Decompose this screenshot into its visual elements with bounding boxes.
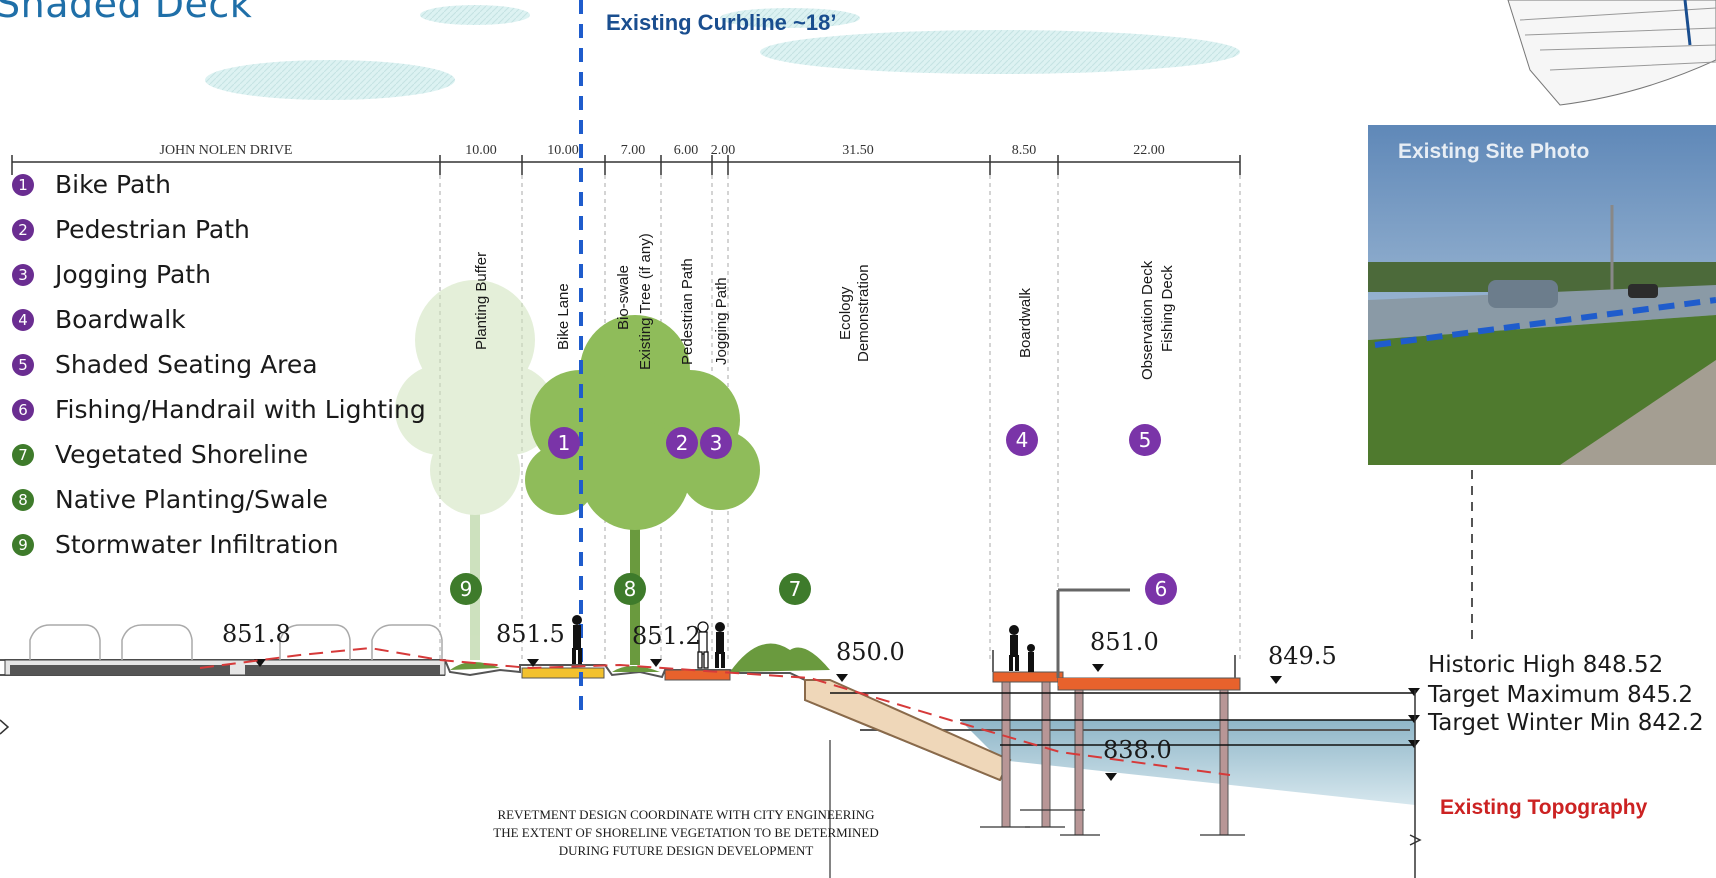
legend-item: 4 Boardwalk: [12, 305, 452, 335]
roadway: [4, 659, 446, 676]
legend-badge: 9: [12, 534, 34, 556]
zone-label: Pedestrian Path: [679, 258, 696, 365]
elevation-label: 851.2: [632, 622, 701, 650]
dimension-label: 8.50: [1011, 143, 1037, 158]
legend-label: Pedestrian Path: [55, 215, 250, 244]
design-note: REVETMENT DESIGN COORDINATE WITH CITY EN…: [466, 806, 906, 860]
legend-label: Jogging Path: [55, 260, 211, 289]
zone-marker: 8: [614, 573, 646, 605]
elevation-label: 838.0: [1103, 736, 1172, 764]
zone-label: Fishing Deck: [1159, 265, 1176, 352]
elevation-label: 851.0: [1090, 628, 1159, 656]
car-outlines: [29, 624, 443, 660]
legend-item: 1 Bike Path: [12, 170, 452, 200]
note-line: DURING FUTURE DESIGN DEVELOPMENT: [558, 843, 814, 858]
water-level-lines: [830, 692, 1415, 746]
zone-label: Bike Lane: [555, 283, 572, 350]
map-thumbnail: [1507, 0, 1716, 106]
legend-badge: 8: [12, 489, 34, 511]
zone-label: Boardwalk: [1017, 287, 1034, 358]
zone-label: Planting Buffer: [473, 251, 490, 350]
zone-label: Existing Tree (if any): [637, 233, 654, 370]
curbline-label: Existing Curbline ~18’: [606, 10, 837, 35]
zone-marker: 2: [666, 427, 698, 459]
elevation-label: 849.5: [1268, 642, 1337, 670]
zone-marker: 1: [548, 427, 580, 459]
legend-badge: 6: [12, 399, 34, 421]
zone-marker: 5: [1129, 424, 1161, 456]
legend-badge: 3: [12, 264, 34, 286]
zone-label: Observation Deck: [1139, 260, 1156, 380]
sky-clouds: [205, 5, 1240, 100]
pile-tips: [829, 740, 1245, 878]
dimension-label: JOHN NOLEN DRIVE: [159, 143, 293, 158]
dimension-label: 7.00: [620, 143, 646, 158]
dimension-label: 6.00: [673, 143, 699, 158]
existing-topography-line: [199, 646, 1231, 776]
zone-marker: 4: [1006, 424, 1038, 456]
existing-site-photo: [1368, 125, 1716, 465]
water-level-label: Historic High 848.52: [1428, 652, 1664, 678]
pedestrian-path-surface: [664, 669, 731, 681]
zone-marker: 6: [1145, 573, 1177, 605]
legend-item: 7 Vegetated Shoreline: [12, 440, 452, 470]
deck-structure: [992, 588, 1241, 691]
bike-lane-surface: [521, 667, 605, 679]
legend-item: 6 Fishing/Handrail with Lighting: [12, 395, 452, 425]
legend-label: Vegetated Shoreline: [55, 440, 309, 469]
existing-tree: [525, 315, 760, 665]
legend-label: Native Planting/Swale: [55, 485, 328, 514]
legend-badge: 5: [12, 354, 34, 376]
elevation-label: 850.0: [836, 638, 905, 666]
elevation-label: 851.8: [222, 620, 291, 648]
dimension-label: 31.50: [842, 143, 874, 158]
water-body: [960, 720, 1415, 805]
existing-topography-label: Existing Topography: [1440, 796, 1648, 819]
zone-label: Demonstration: [855, 264, 872, 362]
water-level-label: Target Winter Min 842.2: [1428, 710, 1704, 736]
zone-marker: 9: [450, 573, 482, 605]
legend-label: Stormwater Infiltration: [55, 530, 339, 559]
elevation-label: 851.5: [496, 620, 565, 648]
legend-badge: 2: [12, 219, 34, 241]
note-line: REVETMENT DESIGN COORDINATE WITH CITY EN…: [497, 807, 875, 822]
zone-marker: 3: [700, 427, 732, 459]
legend-badge: 7: [12, 444, 34, 466]
legend-item: 8 Native Planting/Swale: [12, 485, 452, 515]
water-level-triangles: [1408, 688, 1420, 748]
water-level-label: Target Maximum 845.2: [1428, 682, 1693, 708]
dimension-line: [11, 155, 1241, 175]
dimension-label: 10.00: [547, 143, 579, 158]
legend-badge: 1: [12, 174, 34, 196]
legend-label: Bike Path: [55, 170, 171, 199]
legend-item: 5 Shaded Seating Area: [12, 350, 452, 380]
zone-label: Jogging Path: [713, 277, 730, 365]
site-photo-label: Existing Site Photo: [1398, 140, 1590, 163]
dimension-label: 10.00: [465, 143, 497, 158]
legend-label: Shaded Seating Area: [55, 350, 318, 379]
zone-label: Ecology: [837, 286, 854, 340]
people-outlines: [697, 621, 709, 669]
legend-label: Fishing/Handrail with Lighting: [55, 395, 426, 424]
dimension-label: 22.00: [1133, 143, 1165, 158]
people-silhouettes: [572, 615, 1035, 672]
note-line: THE EXTENT OF SHORELINE VEGETATION TO BE…: [493, 825, 879, 840]
dimension-label: 2.00: [710, 143, 736, 158]
legend-badge: 4: [12, 309, 34, 331]
zone-label: Bio-swale: [615, 264, 632, 330]
section-breaks: [0, 690, 1422, 878]
legend-item: 3 Jogging Path: [12, 260, 452, 290]
zone-marker: 7: [779, 573, 811, 605]
legend-item: 9 Stormwater Infiltration: [12, 530, 452, 560]
page-title: Shaded Deck: [0, 0, 253, 26]
legend-item: 2 Pedestrian Path: [12, 215, 452, 245]
legend-label: Boardwalk: [55, 305, 186, 334]
